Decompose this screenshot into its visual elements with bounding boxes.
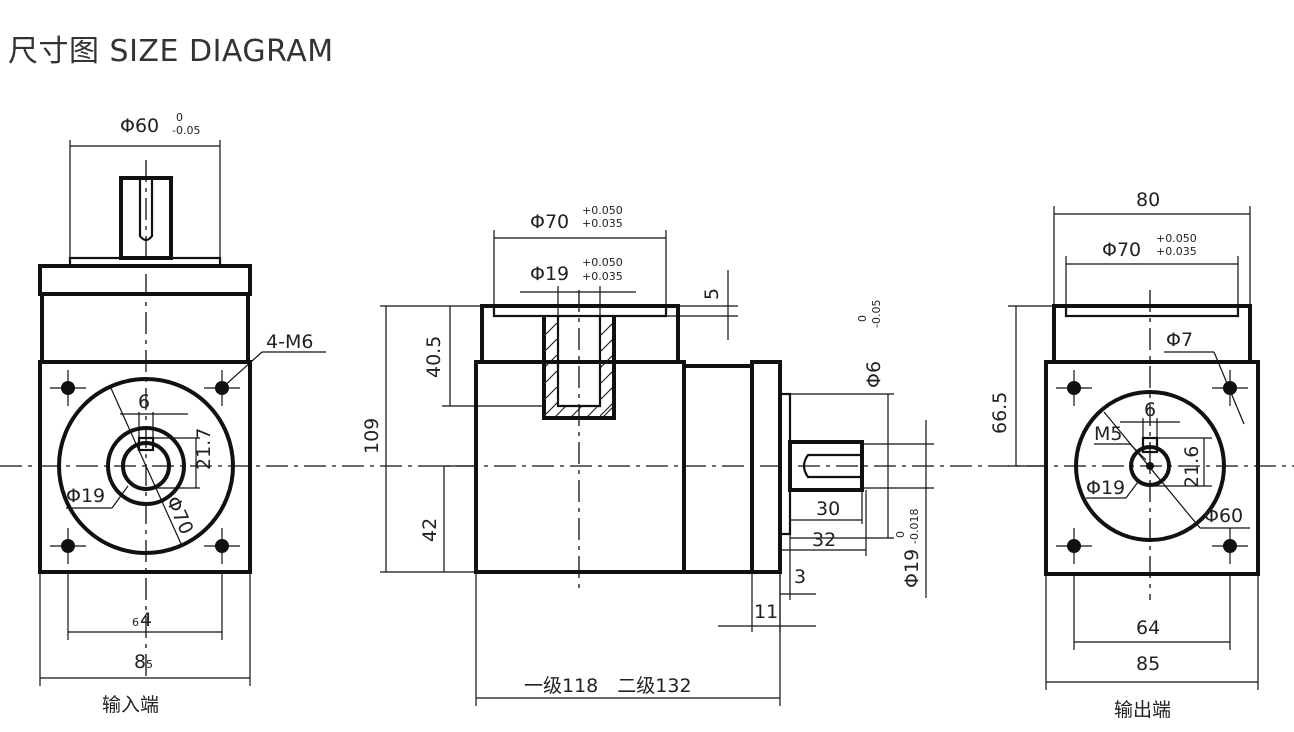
output-dim-phi70-tol-upper: +0.050	[1156, 232, 1197, 245]
input-dim-21-7: 21.7	[193, 428, 215, 470]
side-dim-11: 11	[754, 601, 778, 623]
input-dim-phi70: Φ70	[161, 493, 197, 538]
input-end-view: Φ60 0 -0.05 4-M6 6 21.7 Φ19 Φ70 6 4	[38, 111, 326, 716]
output-dim-phi19: Φ19	[1086, 477, 1125, 499]
side-dim-phi19: Φ19	[530, 263, 569, 285]
output-dim-phi7: Φ7	[1166, 329, 1193, 351]
side-dim-42: 42	[419, 518, 441, 542]
side-input-housing	[480, 304, 680, 362]
side-dim-32: 32	[812, 529, 836, 551]
side-dim-phi19-out-tol-lower: -0.018	[908, 509, 921, 544]
page-title: 尺寸图 SIZE DIAGRAM	[8, 34, 334, 69]
side-dim-phi19-tol-upper: +0.050	[582, 256, 623, 269]
input-dim-phi60: Φ60	[120, 115, 159, 137]
output-shaft-circle	[1129, 445, 1171, 487]
output-dim-phi70: Φ70	[1102, 239, 1141, 261]
output-dim-64: 64	[1136, 617, 1160, 639]
input-dim-85-suffix: 5	[146, 658, 153, 671]
input-dim-64-prefix: 6	[132, 616, 139, 629]
input-dim-85-prefix: 8	[134, 651, 146, 673]
side-dim-phi19-out-tol-upper: 0	[894, 531, 907, 538]
side-output-keyway	[802, 453, 862, 479]
side-dim-phi6: Φ6	[863, 361, 885, 388]
input-bore-key	[137, 436, 155, 452]
side-dim-length: 一级118 二级132	[524, 675, 692, 697]
output-dim-phi60: Φ60	[1204, 505, 1243, 527]
output-end-view: 80 Φ70 +0.050 +0.035 66.5 Φ7 6 M5 21.6	[989, 189, 1260, 721]
side-dim-phi19-tol-lower: +0.035	[582, 270, 623, 283]
input-circle-70	[57, 377, 235, 555]
input-bore-inner	[121, 441, 171, 491]
output-circle-60	[1074, 390, 1226, 542]
input-dim-64-suffix: 4	[140, 609, 152, 631]
side-view: Φ70 +0.050 +0.035 Φ19 +0.050 +0.035 5 10…	[361, 204, 934, 706]
input-flange-top	[38, 264, 252, 296]
side-dim-30: 30	[816, 498, 840, 520]
output-shaft-key	[1141, 436, 1159, 454]
output-housing	[1052, 304, 1252, 362]
side-dim-phi19-out: Φ19	[901, 549, 923, 588]
input-square-flange	[38, 360, 252, 574]
output-caption: 输出端	[1114, 699, 1171, 721]
side-dim-phi6-tol-upper: 0	[856, 315, 869, 322]
side-dim-3: 3	[794, 566, 806, 588]
side-dim-phi6-tol-lower: -0.05	[870, 300, 883, 328]
output-dim-85: 85	[1136, 653, 1160, 675]
input-dim-4m6: 4-M6	[266, 331, 313, 353]
output-dim-phi70-tol-lower: +0.035	[1156, 245, 1197, 258]
input-bore-outer	[106, 426, 186, 506]
output-dim-m5: M5	[1094, 423, 1122, 445]
output-dim-6: 6	[1144, 399, 1156, 421]
output-dim-66-5: 66.5	[989, 392, 1011, 434]
input-caption: 输入端	[102, 694, 159, 716]
side-dim-109: 109	[361, 418, 383, 454]
output-center-dot	[1146, 462, 1154, 470]
input-dim-6: 6	[138, 391, 150, 413]
input-dim-phi60-tol-lower: -0.05	[172, 124, 200, 137]
side-dim-5: 5	[701, 288, 723, 300]
output-square-flange	[1044, 360, 1260, 576]
input-dim-phi60-tol-upper: 0	[176, 111, 183, 124]
input-dim-phi19: Φ19	[66, 485, 105, 507]
side-dim-phi70-tol-lower: +0.035	[582, 217, 623, 230]
side-dim-phi70-tol-upper: +0.050	[582, 204, 623, 217]
side-dim-40-5: 40.5	[423, 336, 445, 378]
side-body	[474, 360, 686, 574]
side-stage2	[682, 364, 754, 574]
side-output-flange	[750, 360, 782, 574]
side-output-shaft	[788, 440, 864, 492]
output-dim-80: 80	[1136, 189, 1160, 211]
output-dim-21-6: 21.6	[1181, 446, 1203, 488]
side-dim-phi70: Φ70	[530, 211, 569, 233]
